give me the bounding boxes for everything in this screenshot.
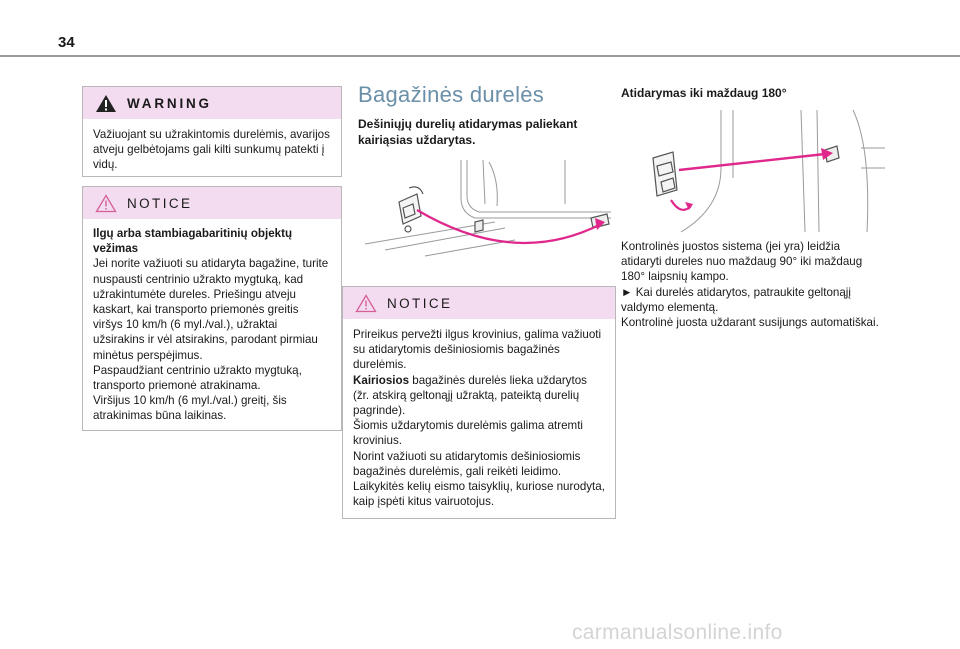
right-text: Kontrolinės juostos sistema (jei yra) le… (621, 239, 883, 330)
section-subheading: Dešiniųjų durelių atidarymas paliekant k… (358, 117, 578, 147)
right-p3: Kontrolinė juosta uždarant susijungs aut… (621, 316, 879, 330)
warning-box: WARNING Važiuojant su užrakintomis durel… (82, 86, 342, 177)
notice-triangle-icon (95, 193, 117, 212)
warning-body: Važiuojant su užrakintomis durelėmis, av… (83, 119, 341, 181)
notice-body-left: Ilgų arba stambiagabaritinių objektų vež… (83, 219, 341, 432)
header-rule (0, 55, 960, 57)
section-title: Bagažinės durelės (358, 82, 545, 107)
notice-middle-p2-bold: Kairiosios (353, 373, 410, 387)
watermark: carmanualsonline.info (572, 621, 783, 644)
notice-middle-p2-rest: bagažinės durelės lieka uždarytos (žr. a… (353, 373, 587, 418)
door-strap-illustration (652, 109, 885, 233)
notice-header-left: NOTICE (83, 187, 341, 219)
notice-left-p3: Viršijus 10 km/h (6 myl./val.) greitį, š… (93, 394, 287, 423)
notice-box-left: NOTICE Ilgų arba stambiagabaritinių obje… (82, 186, 342, 431)
door-lock-illustration (365, 159, 611, 257)
notice-middle-p4: Norint važiuoti su atidarytomis dešinios… (353, 449, 581, 478)
notice-title-left: NOTICE (127, 195, 193, 211)
notice-middle-p5: Laikykitės kelių eismo taisyklių, kurios… (353, 480, 605, 509)
notice-triangle-icon (355, 293, 377, 312)
warning-triangle-icon (96, 94, 116, 112)
notice-left-p2: Paspaudžiant centrinio užrakto mygtuką, … (93, 363, 302, 393)
warning-title: WARNING (127, 95, 212, 111)
notice-header-middle: NOTICE (343, 287, 615, 319)
notice-title-middle: NOTICE (387, 295, 453, 311)
notice-box-middle: NOTICE Prireikus pervežti ilgus kroviniu… (342, 286, 616, 519)
notice-middle-p2: Kairiosios bagažinės durelės lieka uždar… (353, 373, 605, 419)
warning-header: WARNING (83, 87, 341, 119)
notice-left-p1: Jei norite važiuoti su atidaryta bagažin… (93, 257, 329, 362)
notice-middle-p1: Prireikus pervežti ilgus krovinius, gali… (353, 328, 602, 372)
right-p1: Kontrolinės juostos sistema (jei yra) le… (621, 240, 863, 284)
right-heading: Atidarymas iki maždaug 180° (621, 86, 787, 100)
notice-middle-p3: Šiomis uždarytomis durelėmis galima atre… (353, 419, 584, 448)
right-p2: ► Kai durelės atidarytos, patraukite gel… (621, 285, 851, 314)
notice-body-middle: Prireikus pervežti ilgus krovinius, gali… (343, 319, 615, 517)
notice-heading: Ilgų arba stambiagabaritinių objektų vež… (93, 227, 293, 256)
page-number: 34 (58, 34, 75, 51)
warning-text: Važiuojant su užrakintomis durelėmis, av… (93, 128, 330, 172)
